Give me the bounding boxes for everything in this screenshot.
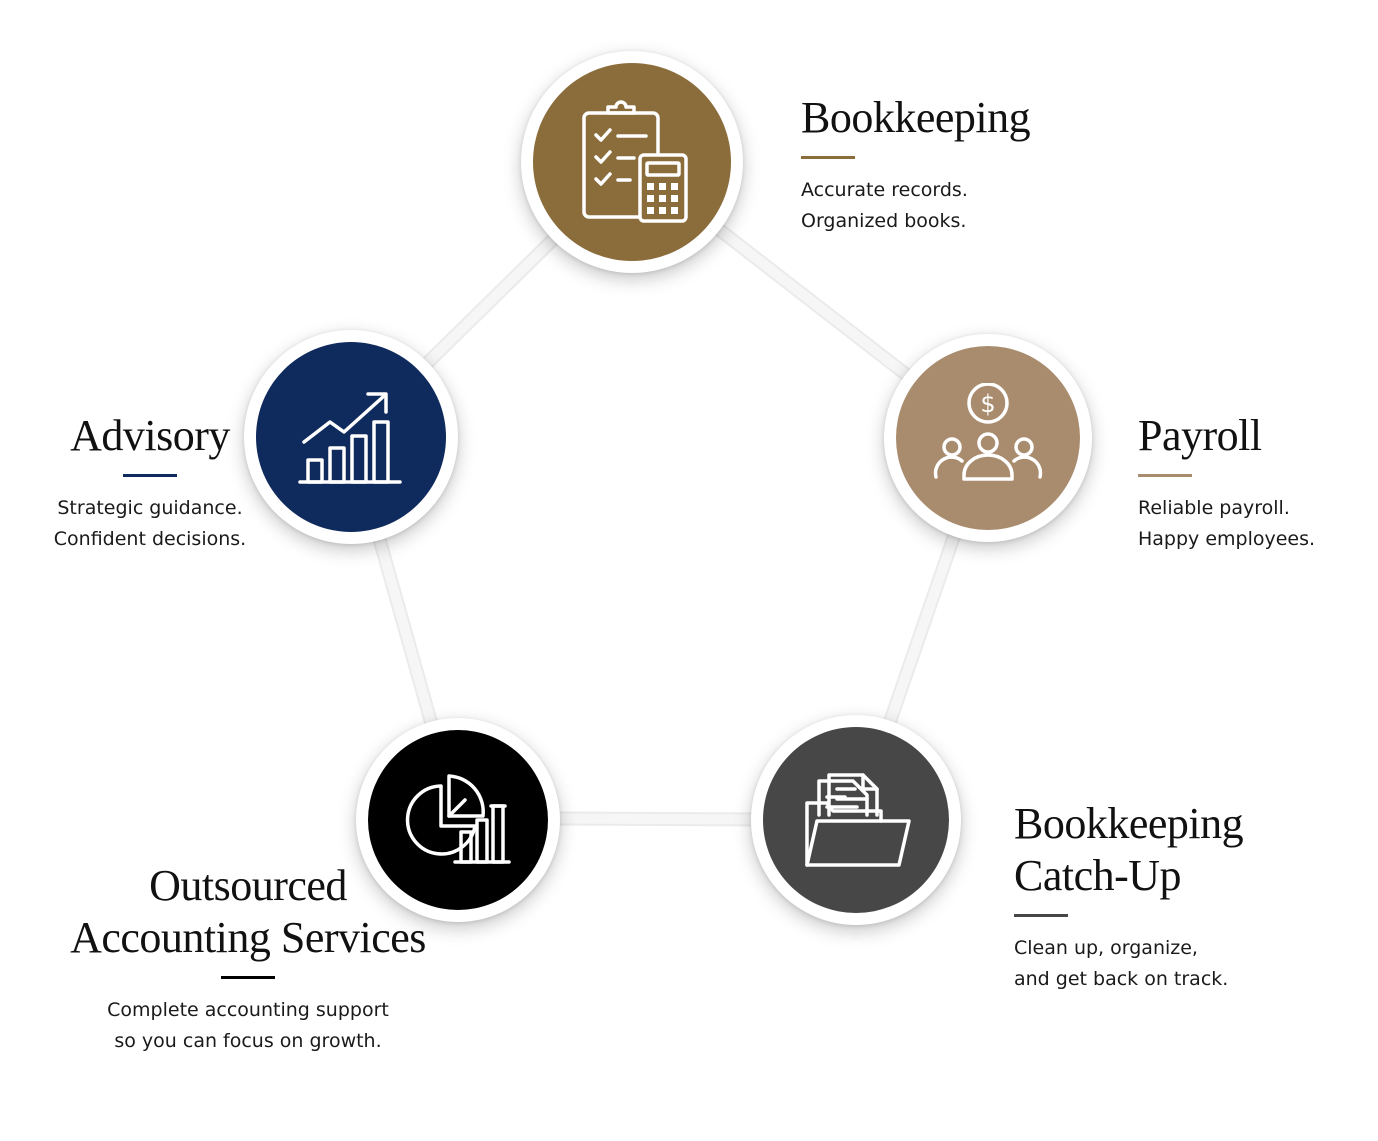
payroll-line1: Reliable payroll. (1138, 497, 1290, 519)
outsourced-title-line1: Outsourced (149, 861, 347, 910)
catchup-title: Bookkeeping Catch-Up (1014, 798, 1244, 902)
payroll-title: Payroll (1138, 411, 1262, 460)
catchup-title-line2: Catch-Up (1014, 851, 1182, 900)
catchup-node[interactable] (751, 715, 961, 925)
bookkeeping-line1: Accurate records. (801, 179, 968, 201)
outsourced-label: Outsourced Accounting Services Complete … (48, 860, 448, 1057)
catchup-label: Bookkeeping Catch-Up Clean up, organize,… (1014, 798, 1244, 995)
advisory-node[interactable] (244, 330, 458, 544)
advisory-disc (256, 342, 446, 532)
catchup-description: Clean up, organize, and get back on trac… (1014, 933, 1243, 995)
outsourced-description: Complete accounting support so you can f… (48, 995, 448, 1057)
catchup-line1: Clean up, organize, (1014, 937, 1198, 959)
dollar-people-icon: $ (933, 383, 1043, 481)
outsourced-title: Outsourced Accounting Services (48, 860, 448, 964)
advisory-title: Advisory (70, 411, 230, 460)
payroll-disc: $ (896, 346, 1080, 530)
outsourced-line2: so you can focus on growth. (114, 1030, 382, 1052)
catchup-rule (1014, 914, 1068, 917)
bookkeeping-label: Bookkeeping Accurate records. Organized … (801, 92, 1031, 237)
advisory-line1: Strategic guidance. (57, 497, 243, 519)
advisory-rule (123, 474, 177, 477)
outsourced-title-line2: Accounting Services (70, 913, 426, 962)
bookkeeping-title: Bookkeeping (801, 93, 1031, 142)
folder-documents-icon (805, 773, 911, 867)
outsourced-node[interactable] (356, 718, 560, 922)
payroll-label: Payroll Reliable payroll. Happy employee… (1138, 410, 1315, 555)
advisory-line2: Confident decisions. (53, 528, 247, 550)
catchup-line2: and get back on track. (1014, 968, 1229, 990)
payroll-description: Reliable payroll. Happy employees. (1138, 493, 1315, 555)
pie-bar-chart-icon (405, 774, 511, 864)
payroll-node[interactable]: $ (884, 334, 1092, 542)
outsourced-rule (221, 976, 275, 979)
outsourced-line1: Complete accounting support (107, 999, 389, 1021)
outsourced-disc (368, 730, 548, 910)
payroll-line2: Happy employees. (1138, 528, 1316, 550)
bookkeeping-line2: Organized books. (801, 210, 967, 232)
bookkeeping-rule (801, 156, 855, 159)
advisory-label: Advisory Strategic guidance. Confident d… (40, 410, 260, 555)
catchup-title-line1: Bookkeeping (1014, 799, 1244, 848)
catchup-disc (763, 727, 949, 913)
payroll-rule (1138, 474, 1192, 477)
clipboard-calculator-icon (582, 100, 688, 223)
svg-text:$: $ (980, 390, 995, 418)
advisory-description: Strategic guidance. Confident decisions. (40, 493, 260, 555)
bookkeeping-node[interactable] (521, 51, 743, 273)
bookkeeping-description: Accurate records. Organized books. (801, 175, 1030, 237)
bookkeeping-disc (533, 63, 731, 261)
growth-chart-icon (298, 392, 402, 484)
